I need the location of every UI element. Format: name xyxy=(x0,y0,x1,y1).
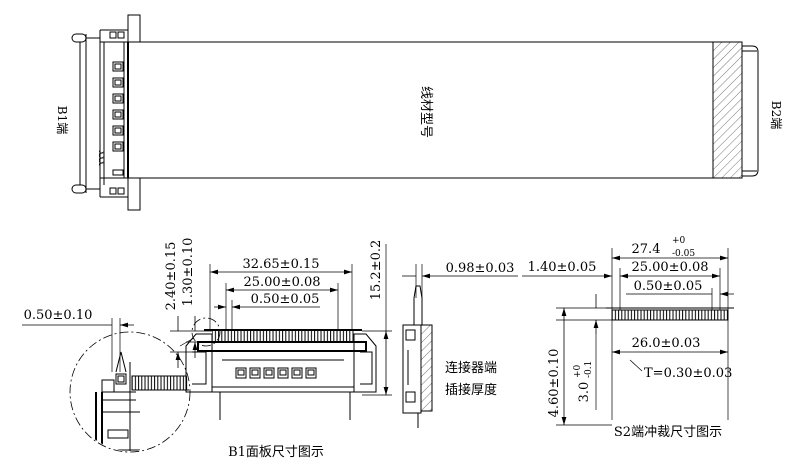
pin-comb xyxy=(212,331,354,342)
detail-marker-circle xyxy=(191,317,221,347)
dim-pitch-label: 0.50±0.05 xyxy=(251,292,320,307)
top-peg xyxy=(71,33,87,43)
actuator-bar xyxy=(197,341,367,352)
cable-body-outline xyxy=(140,41,713,179)
b1-end-label: B1端 xyxy=(55,106,69,134)
connector-mark: XXX xyxy=(97,151,105,166)
dim-length-label: 4.60±0.10 xyxy=(547,349,562,418)
s2-end-caption: S2端冲裁尺寸图示 xyxy=(614,424,722,440)
contact-windows xyxy=(235,367,317,379)
dim-width-main: 27.4 xyxy=(632,242,661,257)
bottom-peg xyxy=(71,184,87,194)
dim-width-upper-tol: +0 xyxy=(672,236,686,246)
dim-pitch-span-label: 25.00±0.08 xyxy=(631,260,708,275)
latch-slots xyxy=(109,31,125,195)
detail-side-block xyxy=(101,379,115,393)
connector-side-view: 0.98±0.03 连接器端 插接厚度 xyxy=(402,261,518,428)
dim-thickness-label: T=0.30±0.03 xyxy=(644,366,732,381)
detail-contents xyxy=(80,351,189,451)
cable-end-contacts xyxy=(611,309,729,321)
detail-pin-tip xyxy=(115,351,127,373)
cable-model-label: 线材型号 xyxy=(418,86,433,138)
s2-end-view: 27.4 +0 -0.05 1.40±0.05 25.00±0.08 0.50±… xyxy=(522,236,734,440)
top-view: XXX B1端 B2端 线材型号 xyxy=(55,14,783,211)
dim-stiffener-main: 3.0 xyxy=(577,382,592,403)
detail-block xyxy=(107,429,129,439)
plug-tip xyxy=(413,285,423,325)
detail-extension-lines xyxy=(111,318,121,372)
detail-lines xyxy=(80,362,140,451)
b1-panel-view: 32.65±0.15 25.00±0.08 0.50±0.05 2.40±0.1… xyxy=(22,238,392,460)
dim-height-b-label: 1.30±0.10 xyxy=(181,238,196,307)
b2-end-tab xyxy=(741,45,759,177)
top-tab xyxy=(127,14,141,43)
side-note-line2: 插接厚度 xyxy=(445,382,497,398)
thickness-leader xyxy=(629,359,643,372)
side-stiffener-hatch xyxy=(420,324,433,412)
b2-end-label: B2端 xyxy=(769,101,783,129)
dim-conductor-label: 26.0±0.03 xyxy=(632,336,701,351)
dim-height-a-label: 2.40±0.15 xyxy=(164,242,179,311)
dim-width-lower-tol: -0.05 xyxy=(672,249,695,259)
dim-detail-label: 0.50±0.10 xyxy=(24,308,93,323)
detail-comb xyxy=(131,375,189,391)
cable-edges xyxy=(200,391,366,420)
connector-lower-body xyxy=(211,350,355,388)
b1-connector: XXX xyxy=(71,14,141,211)
dim-depth-label: 15.2±0.2 xyxy=(369,240,384,301)
dim-thickness-label: 0.98±0.03 xyxy=(446,261,515,276)
dim-stiffener-lower-tol: -0.1 xyxy=(584,361,594,378)
detail-contact-inner xyxy=(117,375,125,383)
housing-side-details xyxy=(405,329,416,403)
detail-leader xyxy=(179,337,195,347)
detail-walls xyxy=(95,392,103,451)
bottom-tab xyxy=(127,177,141,211)
detail-contact xyxy=(115,373,127,385)
housing-outline xyxy=(79,29,128,198)
dim-offset-label: 1.40±0.05 xyxy=(528,260,597,275)
dim-overall-label: 32.65±0.15 xyxy=(242,257,319,272)
dim-stiffener-upper-tol: +0 xyxy=(573,364,583,378)
b1-panel-caption: B1面板尺寸图示 xyxy=(228,445,324,460)
dim-pitch-span-label: 25.00±0.08 xyxy=(243,275,320,290)
side-note-line1: 连接器端 xyxy=(445,360,497,376)
contact-windows xyxy=(112,61,124,176)
detail-circle xyxy=(69,331,191,453)
b2-stiffener xyxy=(712,41,743,179)
dim-pitch-label: 0.50±0.05 xyxy=(634,279,703,294)
